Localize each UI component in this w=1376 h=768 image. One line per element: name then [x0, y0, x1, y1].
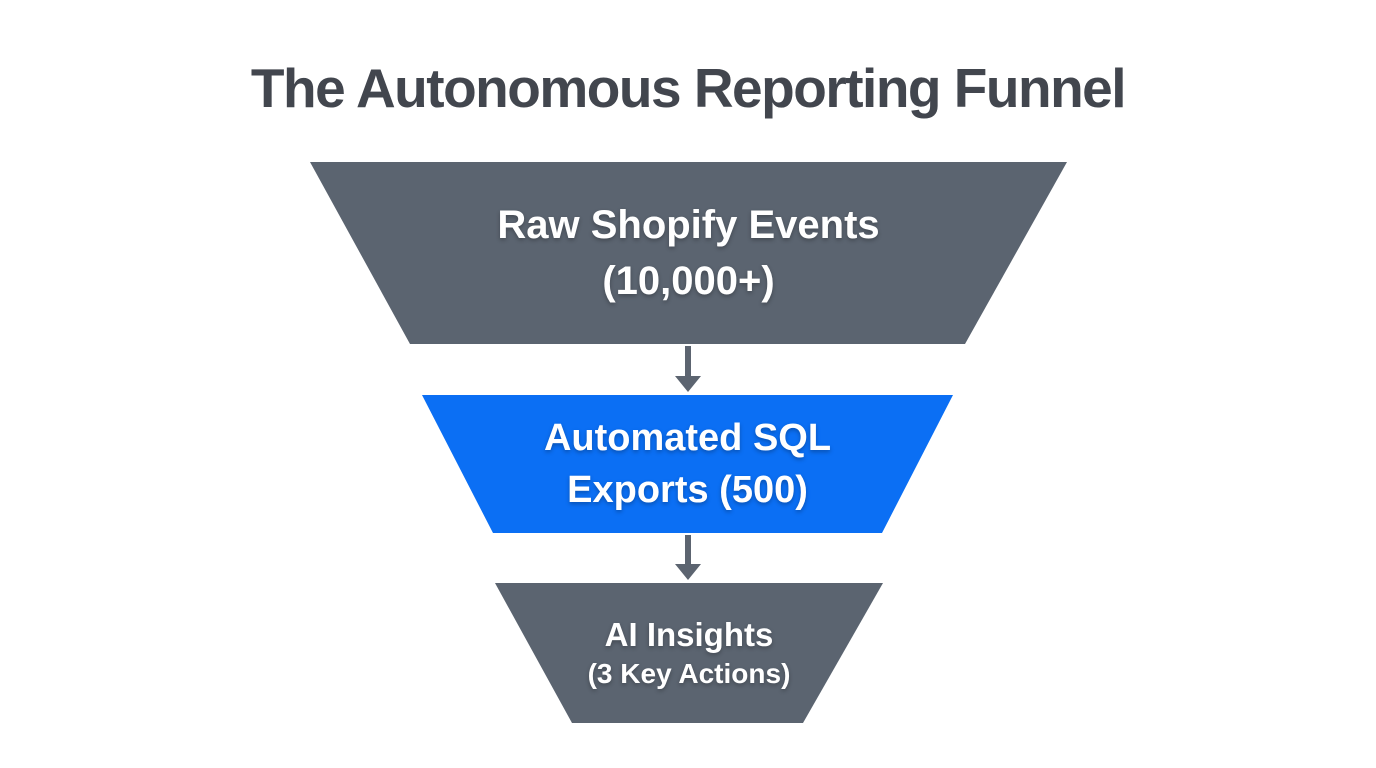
stage-label-line1: Raw Shopify Events [497, 203, 880, 247]
stage-value: Exports (500) [567, 469, 808, 511]
stage-value: (3 Key Actions) [587, 658, 791, 689]
funnel-stage-automated-sql-exports: Automated SQL Exports (500) [422, 395, 953, 533]
stage-label-line1: AI Insights [604, 616, 774, 653]
stage-value: (10,000+) [602, 259, 775, 303]
funnel-stage-raw-shopify-events: Raw Shopify Events (10,000+) [310, 162, 1067, 344]
funnel-stage-ai-insights: AI Insights (3 Key Actions) [495, 583, 883, 723]
down-arrow-icon [685, 346, 691, 377]
down-arrow-head-icon [675, 376, 701, 392]
down-arrow-head-icon [675, 564, 701, 580]
down-arrow-icon [685, 535, 691, 565]
stage-label-line1: Automated SQL [543, 417, 832, 459]
diagram-title: The Autonomous Reporting Funnel [250, 57, 1127, 119]
